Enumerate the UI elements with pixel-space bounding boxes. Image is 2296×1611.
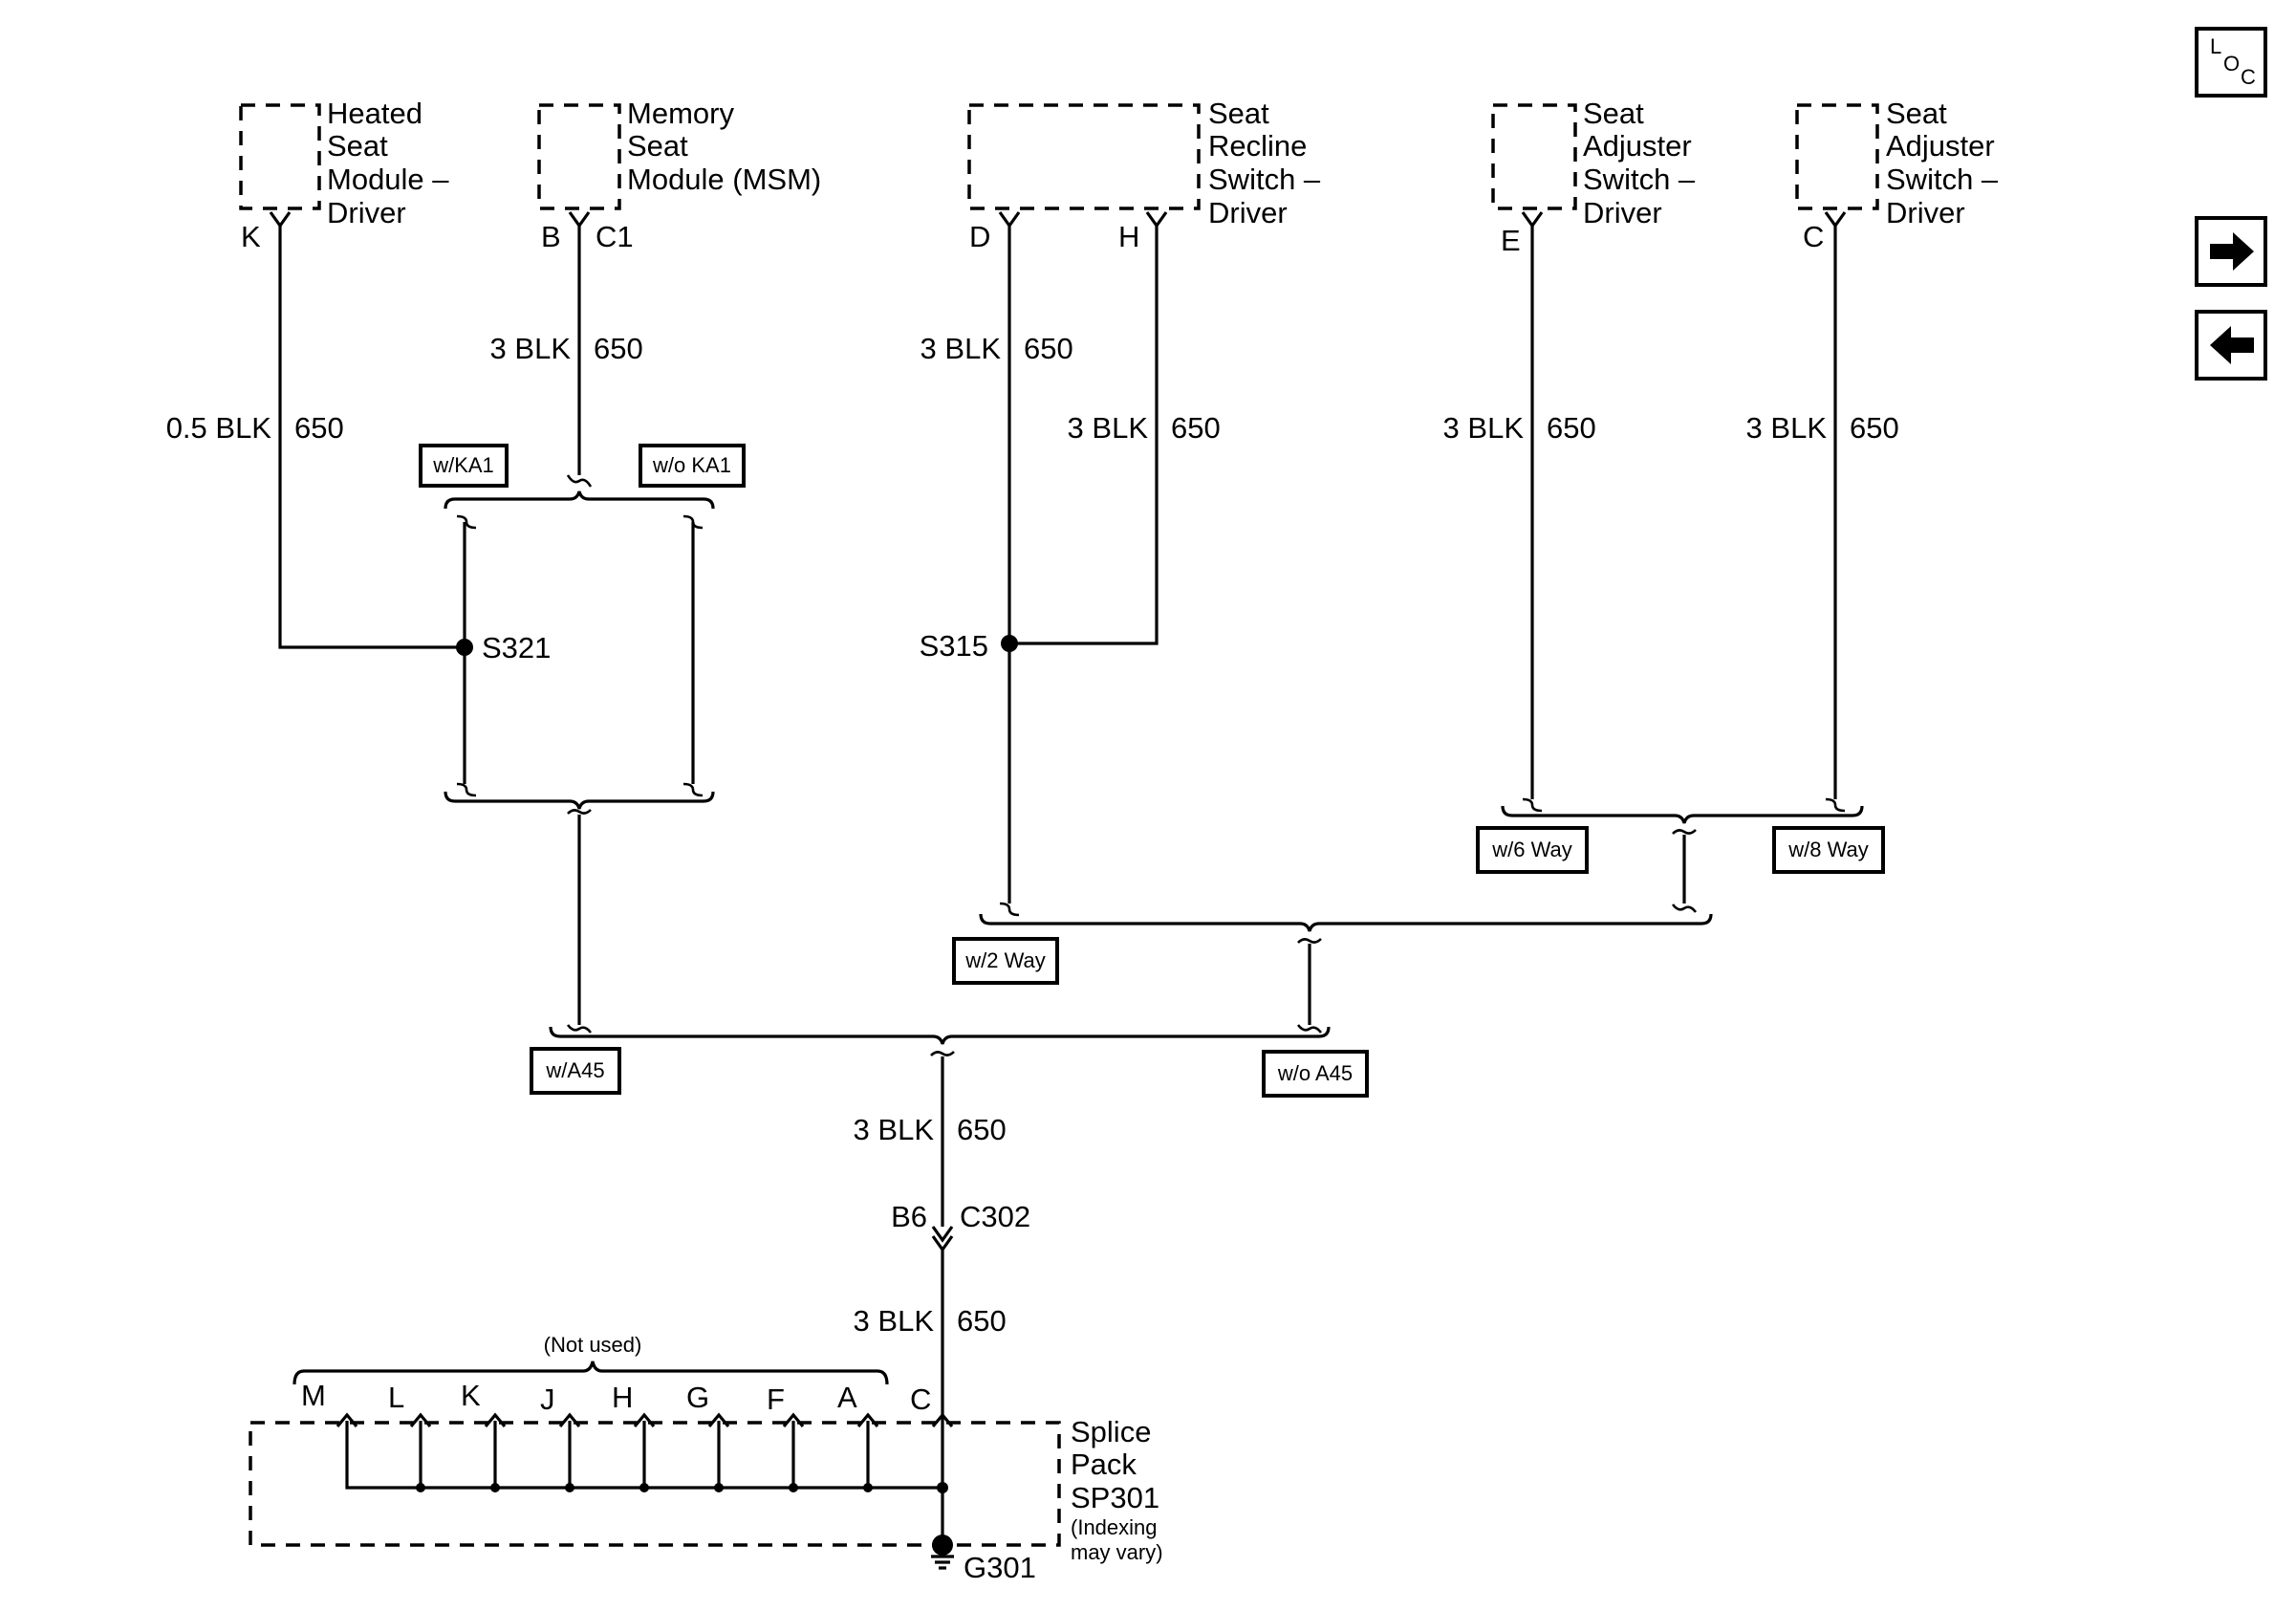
connector-name-c302: C302 — [960, 1200, 1030, 1233]
option-w-a45-label: w/A45 — [545, 1058, 604, 1082]
ground-label: G301 — [964, 1551, 1036, 1584]
main-lower-wire-circuit: 650 — [957, 1304, 1007, 1338]
loc-letter-l: L — [2210, 34, 2221, 58]
splice-s315-label: S315 — [920, 629, 988, 663]
option-w-a45: w/A45 — [530, 1047, 621, 1095]
adjuster2-label-1: Seat — [1886, 97, 1947, 130]
option-wo-ka1-label: w/o KA1 — [652, 453, 731, 477]
splice-s315-dot — [1001, 635, 1018, 652]
main-lower-wire-size: 3 BLK — [854, 1304, 935, 1338]
adjuster-c-wire-size: 3 BLK — [1746, 411, 1828, 445]
splice-pin-f: F — [767, 1382, 785, 1416]
not-used-label: (Not used) — [544, 1333, 642, 1357]
splice-pack-label-1: Splice — [1071, 1415, 1151, 1448]
option-wo-a45: w/o A45 — [1262, 1050, 1369, 1098]
splice-pin-a: A — [837, 1381, 857, 1414]
option-w-6way: w/6 Way — [1476, 826, 1589, 874]
memory-seat-label-1: Memory — [627, 97, 734, 130]
left-wiring: 0.5 BLK 650 3 BLK 650 S321 — [166, 226, 715, 1034]
ground-g301: G301 — [931, 1535, 1036, 1584]
memory-seat-label-3: Module (MSM) — [627, 163, 821, 196]
recline-d-wire-circuit: 650 — [1024, 332, 1073, 365]
main-upper-wire-size: 3 BLK — [854, 1113, 935, 1146]
recline-pin-d: D — [969, 220, 990, 253]
heated-seat-label-2: Seat — [327, 129, 388, 163]
adjuster-c-wire-circuit: 650 — [1850, 411, 1899, 445]
splice-pin-m: M — [301, 1379, 326, 1412]
heated-seat-pin-k: K — [241, 220, 261, 253]
splice-pack-note-2: may vary) — [1071, 1540, 1163, 1564]
seat-adjuster-switch-c: Seat Adjuster Switch – Driver C — [1795, 97, 1999, 253]
memory-seat-module: Memory Seat Module (MSM) B C1 — [537, 97, 821, 253]
connector-pin-b6: B6 — [891, 1200, 927, 1233]
heated-seat-label-4: Driver — [327, 196, 406, 229]
recline-wiring: S315 3 BLK 650 3 BLK 650 — [920, 226, 1221, 917]
adjuster2-pin-c: C — [1803, 220, 1824, 253]
splice-pack-note-1: (Indexing — [1071, 1515, 1158, 1539]
adjuster2-label-4: Driver — [1886, 196, 1965, 229]
recline-d-wire-size: 3 BLK — [921, 332, 1002, 365]
option-wo-ka1: w/o KA1 — [639, 444, 746, 488]
main-upper-wire-circuit: 650 — [957, 1113, 1007, 1146]
splice-pack-label-2: Pack — [1071, 1448, 1137, 1481]
heated-seat-label-3: Module – — [327, 163, 449, 196]
heated-seat-module: Heated Seat Module – Driver K — [239, 97, 449, 253]
splice-s321-dot — [456, 639, 473, 656]
recline-label-3: Switch – — [1208, 163, 1321, 196]
memory-seat-pin-c1: C1 — [596, 220, 634, 253]
splice-s321-label: S321 — [482, 631, 551, 664]
heated-seat-label-1: Heated — [327, 97, 422, 130]
seat-adjuster-switch-e: Seat Adjuster Switch – Driver E — [1491, 97, 1696, 257]
main-trunk-wiring: 3 BLK 650 B6 C302 3 BLK 650 — [549, 1026, 1331, 1415]
loc-icon[interactable]: L O C — [2195, 27, 2267, 98]
recline-label-1: Seat — [1208, 97, 1269, 130]
recline-h-wire-circuit: 650 — [1171, 411, 1221, 445]
adjuster-wiring: 3 BLK 650 3 BLK 650 — [979, 226, 1899, 1034]
arrow-left-icon[interactable] — [2195, 310, 2267, 381]
splice-pin-g: G — [686, 1381, 709, 1414]
option-wo-a45-label: w/o A45 — [1277, 1061, 1353, 1085]
adjuster2-label-2: Adjuster — [1886, 129, 1995, 163]
adjuster2-label-3: Switch – — [1886, 163, 1999, 196]
adjuster1-label-3: Switch – — [1583, 163, 1696, 196]
adjuster1-label-4: Driver — [1583, 196, 1662, 229]
splice-pin-j: J — [540, 1382, 555, 1416]
adjuster1-label-1: Seat — [1583, 97, 1644, 130]
recline-label-4: Driver — [1208, 196, 1288, 229]
recline-pin-h: H — [1118, 220, 1139, 253]
memory-seat-wire-circuit: 650 — [594, 332, 643, 365]
splice-pin-k: K — [461, 1379, 481, 1412]
adjuster-e-wire-size: 3 BLK — [1443, 411, 1525, 445]
loc-letter-o: O — [2223, 52, 2240, 76]
splice-pin-c: C — [910, 1382, 931, 1416]
adjuster-e-wire-circuit: 650 — [1547, 411, 1596, 445]
arrow-right-icon[interactable] — [2195, 216, 2267, 287]
splice-pack-label-3: SP301 — [1071, 1481, 1159, 1514]
memory-seat-wire-size: 3 BLK — [490, 332, 572, 365]
splice-pin-l: L — [388, 1381, 404, 1414]
memory-seat-pin-b: B — [541, 220, 561, 253]
seat-recline-switch: Seat Recline Switch – Driver D H — [967, 97, 1321, 253]
splice-pin-h: H — [612, 1381, 633, 1414]
adjuster1-label-2: Adjuster — [1583, 129, 1692, 163]
recline-label-2: Recline — [1208, 129, 1307, 163]
splice-pack-sp301: (Not used) M L K J H G F A C Splice Pack… — [249, 1333, 1163, 1564]
adjuster1-pin-e: E — [1501, 224, 1521, 257]
heated-seat-wire-circuit: 650 — [294, 411, 344, 445]
option-w-ka1: w/KA1 — [419, 444, 509, 488]
memory-seat-label-2: Seat — [627, 129, 688, 163]
loc-letter-c: C — [2241, 65, 2256, 89]
option-w-2way-label: w/2 Way — [964, 948, 1046, 972]
option-w-ka1-label: w/KA1 — [432, 453, 494, 477]
heated-seat-wire-size: 0.5 BLK — [166, 411, 272, 445]
option-w-8way: w/8 Way — [1772, 826, 1885, 874]
option-w-2way: w/2 Way — [952, 937, 1059, 985]
option-w-6way-label: w/6 Way — [1491, 838, 1572, 861]
option-w-8way-label: w/8 Way — [1787, 838, 1869, 861]
recline-h-wire-size: 3 BLK — [1068, 411, 1149, 445]
